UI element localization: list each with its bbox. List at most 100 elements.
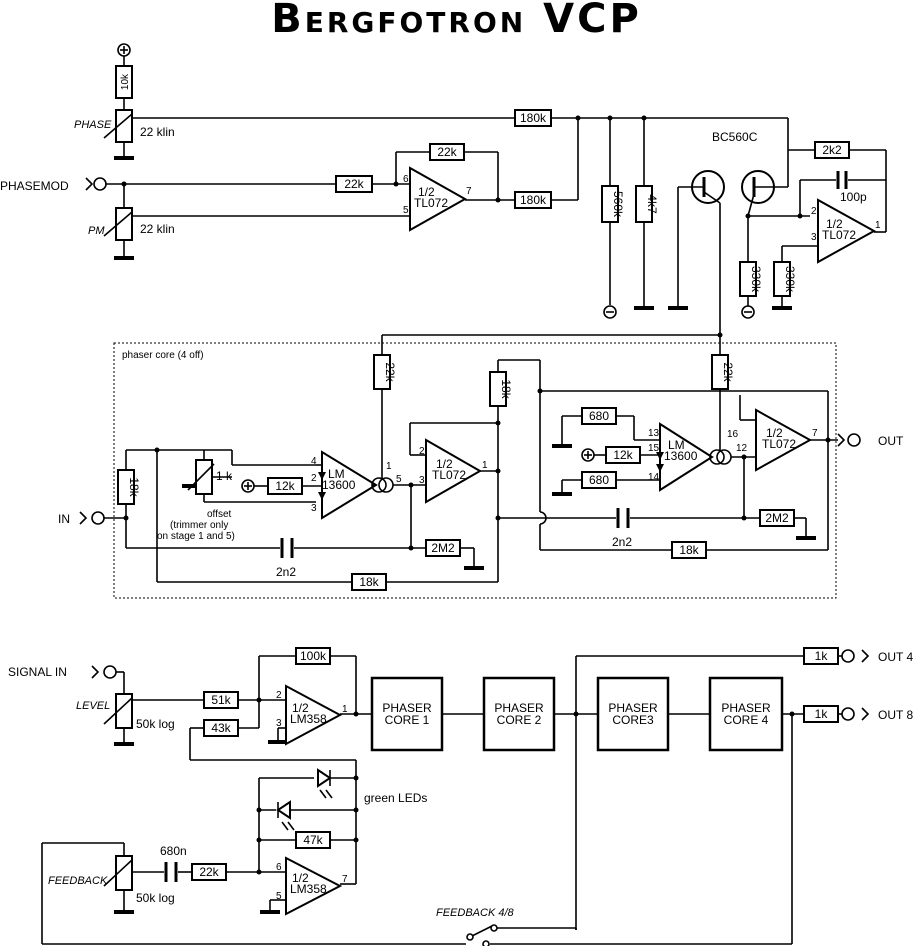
opamp-lm358-b <box>285 856 343 916</box>
resistor-2m2-a-label: 2M2 <box>431 541 455 555</box>
resistor-22k-fb-label: 22k <box>437 145 457 159</box>
phaser-core-4-block <box>708 676 784 752</box>
lm-b-l1: LM <box>668 438 685 452</box>
pot-pm-value: 22 klin <box>140 222 175 236</box>
resistor-1k-a-label: 1k <box>815 649 829 663</box>
resistor-100k-label: 100k <box>300 649 327 663</box>
offset-note-l1: offset <box>207 509 231 520</box>
jack-out[interactable] <box>837 433 861 447</box>
pin-label: 1 <box>342 704 348 715</box>
core3-l2: CORE3 <box>612 713 654 727</box>
pin-label: 1 <box>482 460 488 471</box>
pin-label: 6 <box>276 862 282 873</box>
phaser-core-2-block <box>482 676 556 752</box>
lm-b-l2: 13600 <box>664 449 698 463</box>
resistor-18k-bottom-label: 18k <box>359 575 379 589</box>
cap-2n2-b-label: 2n2 <box>612 535 632 549</box>
resistor-10k-label: 10k <box>120 73 131 90</box>
out8-label: OUT 8 <box>878 708 913 722</box>
opamp-lm358-a <box>285 684 343 746</box>
resistor-51k-label: 51k <box>211 693 231 707</box>
cap-680n-label: 680n <box>160 844 187 858</box>
pin-label: 14 <box>648 472 660 483</box>
ota-buffer-b <box>709 449 725 465</box>
pin-label: 5 <box>403 205 409 216</box>
pin-label: 2 <box>811 206 817 217</box>
opamp-top-l2: TL072 <box>414 196 448 210</box>
trimmer-1k-label: 1 k <box>216 469 233 483</box>
resistor-47k-label: 47k <box>303 833 323 847</box>
trimmer-1k <box>195 459 213 495</box>
core2-l2: CORE 2 <box>497 713 542 727</box>
resistor-18k-core-label: 18k <box>499 379 513 399</box>
resistor-12k-b-label: 12k <box>613 448 633 462</box>
opamp-core-a-l2: TL072 <box>432 468 466 482</box>
transistor-label: BC560C <box>712 130 758 144</box>
leds-label: green LEDs <box>364 791 427 805</box>
resistor-43k-label: 43k <box>211 721 231 735</box>
resistor-22k-core-b-label: 22k <box>721 362 735 382</box>
pin-label: 2 <box>311 473 317 484</box>
opamp-lm358-b-l2: LM358 <box>290 882 327 896</box>
core1-l1: PHASER <box>382 701 432 715</box>
core2-l1: PHASER <box>494 701 544 715</box>
minus-supply-symbol <box>741 305 755 319</box>
pin-label: 13 <box>648 428 660 439</box>
resistor-180k-a-label: 180k <box>520 111 547 125</box>
pin-label: 1 <box>386 461 392 472</box>
pin-label: 3 <box>419 475 425 486</box>
page-title: Bergfotron VCP <box>271 0 642 42</box>
plus-supply-symbol <box>581 448 595 462</box>
opamp-lm358-b-l1: 1/2 <box>292 871 309 885</box>
resistor-680-a-label: 680 <box>589 409 609 423</box>
led-green-2 <box>276 800 291 820</box>
plus-supply-symbol <box>241 479 255 493</box>
opamp-top <box>409 166 468 232</box>
plus-supply-symbol <box>117 43 131 57</box>
jack-in[interactable] <box>79 511 105 525</box>
jack-out8[interactable] <box>841 707 870 721</box>
resistor-22k-core-a-label: 22k <box>383 362 397 382</box>
feedback-switch[interactable] <box>466 924 498 946</box>
opamp-core-a-l1: 1/2 <box>436 457 453 471</box>
pin-label: 5 <box>396 474 402 485</box>
resistor-1k-b-label: 1k <box>815 707 829 721</box>
pin-label: 7 <box>342 874 348 885</box>
opamp-right-l2: TL072 <box>822 228 856 242</box>
feedback-label: FEEDBACK <box>48 875 108 887</box>
resistor-180k-b-label: 180k <box>520 193 547 207</box>
opamp-lm358-a-l2: LM358 <box>290 712 327 726</box>
in-label: IN <box>58 512 70 526</box>
resistor-18k-in-label: 18k <box>127 477 141 497</box>
jack-phasemod[interactable] <box>85 177 107 191</box>
jack-out4[interactable] <box>841 649 870 663</box>
opamp-core-b-l1: 1/2 <box>766 426 783 440</box>
minus-supply-symbol <box>603 305 617 319</box>
feedback-switch-label: FEEDBACK 4/8 <box>436 907 515 919</box>
phaser-core-boundary <box>113 342 837 599</box>
lm-a-l2: 13600 <box>322 478 356 492</box>
level-label: LEVEL <box>76 700 110 712</box>
pin-label: 7 <box>812 428 818 439</box>
opamp-lm358-a-l1: 1/2 <box>292 701 309 715</box>
pin-label: 2 <box>419 446 425 457</box>
led-green-1 <box>317 768 332 788</box>
pin-label: 15 <box>648 443 660 454</box>
offset-note-l2: (trimmer only <box>170 520 228 531</box>
core4-l1: PHASER <box>721 701 771 715</box>
opamp-top-l1: 1/2 <box>418 185 435 199</box>
jack-signal-in[interactable] <box>91 665 117 679</box>
pin-label: 4 <box>311 456 317 467</box>
resistor-12k-a-label: 12k <box>275 479 295 493</box>
cap-2n2-a-label: 2n2 <box>276 565 296 579</box>
core1-l2: CORE 1 <box>385 713 430 727</box>
core4-l2: CORE 4 <box>724 713 769 727</box>
opamp-core-b <box>755 408 813 472</box>
pot-feedback-value: 50k log <box>136 891 175 905</box>
resistor-18k-ret-label: 18k <box>679 543 699 557</box>
resistor-2m2-b-label: 2M2 <box>765 511 789 525</box>
pin-label: 2 <box>276 690 282 701</box>
phaser-core-label: phaser core (4 off) <box>122 350 204 361</box>
cap-100p-label: 100p <box>840 190 867 204</box>
